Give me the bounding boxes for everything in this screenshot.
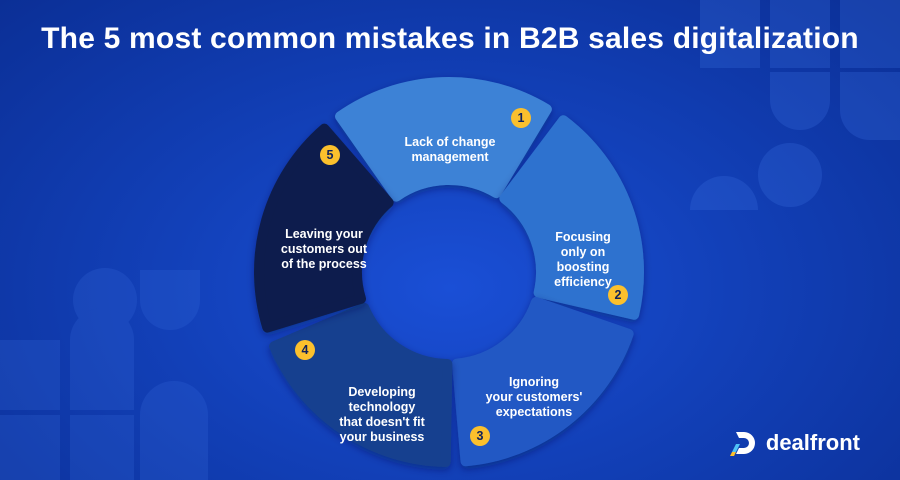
segment-4-badge: 4	[295, 340, 315, 360]
segment-5-label: Leaving your customers out of the proces…	[280, 227, 368, 271]
wheel-segment-3	[452, 296, 634, 467]
segment-5-badge: 5	[320, 145, 340, 165]
segment-3-label: Ignoring your customers' expectations	[485, 375, 583, 419]
wheel-segment-4	[269, 302, 453, 467]
segment-3-badge: 3	[470, 426, 490, 446]
wheel-segment-1	[335, 77, 552, 202]
segment-1-badge: 1	[511, 108, 531, 128]
segment-2-label: Focusing only on boosting efficiency	[554, 230, 612, 289]
brand-logo: dealfront	[729, 428, 860, 458]
page-title: The 5 most common mistakes in B2B sales …	[41, 22, 859, 55]
brand-name: dealfront	[765, 430, 860, 455]
segment-2-badge: 2	[608, 285, 628, 305]
segment-4-label: Developing technology that doesn't fit y…	[339, 385, 425, 444]
segment-1-label: Lack of change management	[404, 135, 496, 164]
dealfront-logo-icon	[729, 432, 755, 456]
wheel-segment-2	[499, 115, 644, 320]
wheel-segment-5	[254, 123, 394, 333]
